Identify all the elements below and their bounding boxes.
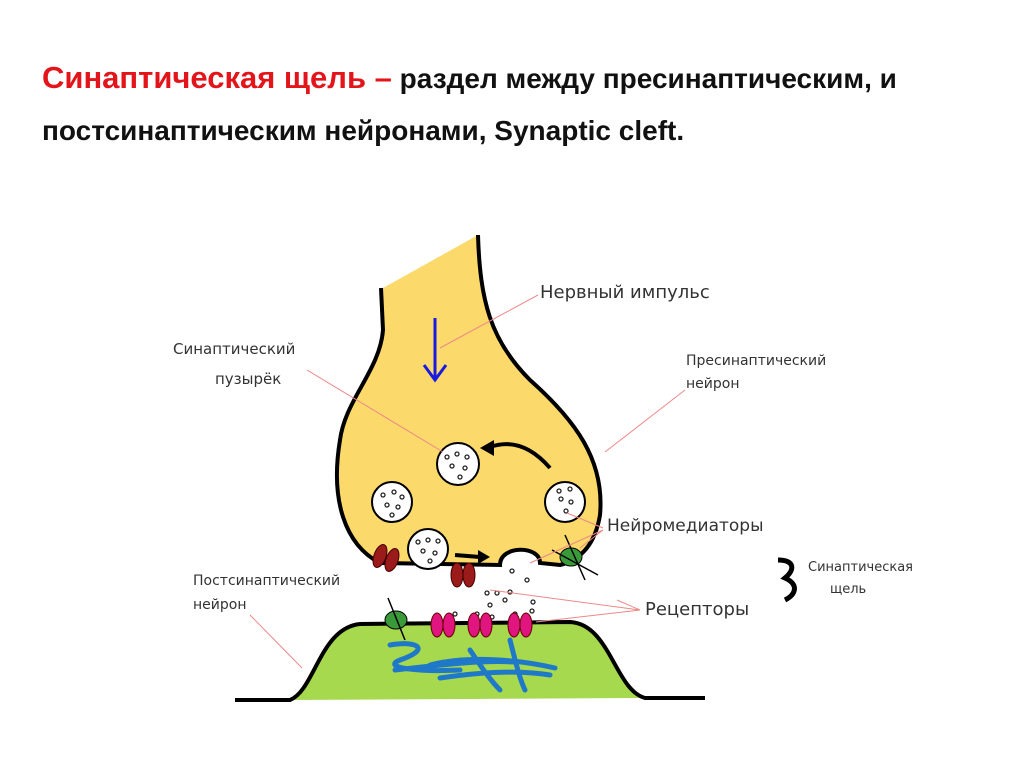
synaptic-vesicles — [371, 442, 586, 570]
nerve-impulse-arrow — [422, 318, 448, 383]
cytoskeleton-fibers — [387, 637, 558, 693]
cleft-brace — [777, 557, 797, 603]
label-vesicle-line2: пузырёк — [215, 370, 282, 388]
label-nerve-impulse: Нервный импульс — [540, 282, 710, 303]
leader-lines — [249, 294, 686, 669]
postsynaptic-membrane — [235, 619, 705, 702]
receptors — [430, 612, 533, 638]
label-cleft-line1: Синаптическая — [808, 560, 913, 575]
release-arrow — [454, 550, 490, 564]
title-highlight: Синаптическая щель – — [42, 60, 392, 95]
title-rest: раздел между пресинаптическим, и постсин… — [42, 63, 897, 146]
label-neurotransmitters: Нейромедиаторы — [607, 516, 764, 536]
label-cleft-line2: щель — [830, 582, 867, 597]
label-presynaptic-line1: Пресинаптический — [686, 353, 827, 369]
recycle-arrow — [480, 440, 552, 470]
label-postsynaptic-line2: нейрон — [193, 597, 247, 613]
label-postsynaptic-line1: Постсинаптический — [193, 573, 341, 589]
label-receptors: Рецепторы — [645, 599, 750, 620]
slide-title: Синаптическая щель – раздел между пресин… — [42, 52, 942, 157]
label-vesicle-line1: Синаптический — [173, 340, 296, 358]
ion-channels — [372, 544, 476, 588]
label-presynaptic-line2: нейрон — [686, 376, 740, 392]
transporters — [384, 534, 599, 641]
presynaptic-neuron — [336, 235, 601, 565]
presynaptic-membrane — [335, 234, 603, 568]
